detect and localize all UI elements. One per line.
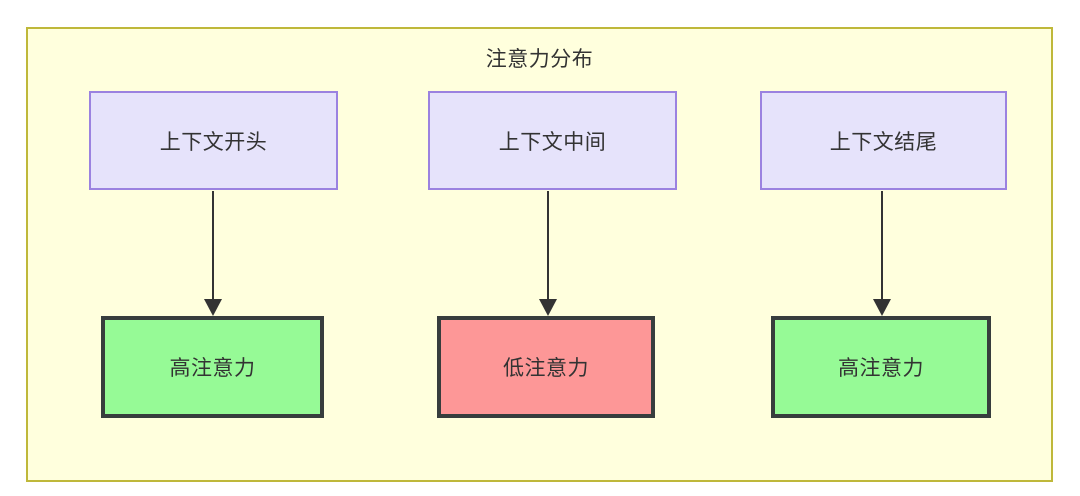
node-context-end[interactable]: 上下文结尾 [760, 91, 1007, 190]
node-attention-high-start[interactable]: 高注意力 [101, 316, 324, 418]
node-attention-high-end[interactable]: 高注意力 [771, 316, 991, 418]
node-label: 上下文中间 [498, 130, 607, 154]
node-attention-low-middle[interactable]: 低注意力 [437, 316, 655, 418]
node-label: 低注意力 [503, 357, 589, 380]
node-label: 上下文结尾 [829, 130, 938, 154]
subgraph-title: 注意力分布 [485, 48, 594, 71]
node-context-start[interactable]: 上下文开头 [89, 91, 338, 190]
node-label: 高注意力 [169, 357, 256, 380]
node-label: 高注意力 [838, 357, 924, 380]
node-context-middle[interactable]: 上下文中间 [428, 91, 677, 190]
node-label: 上下文开头 [159, 130, 268, 154]
